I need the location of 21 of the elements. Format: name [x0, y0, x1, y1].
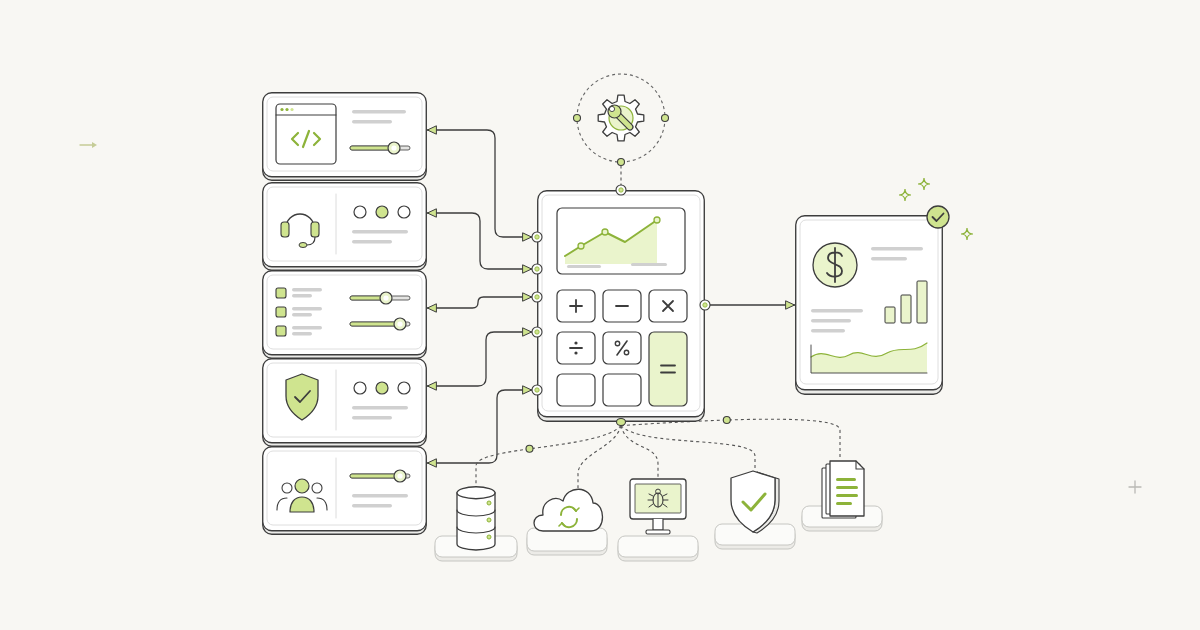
shield-panel: [262, 358, 427, 447]
bug-monitor-icon: [616, 478, 700, 562]
double-arrow: [426, 327, 533, 391]
code-settings-panel: [262, 92, 427, 181]
dashed-line: [620, 424, 659, 479]
shield-check-icon: [713, 470, 797, 550]
gear-circle: [573, 70, 669, 166]
double-arrow: [426, 208, 533, 274]
database-icon: [433, 486, 519, 562]
arrow: [709, 300, 796, 310]
report-panel: [795, 205, 950, 395]
users-panel: [262, 446, 427, 535]
cloud-sync-icon: [525, 488, 609, 556]
dashed-line: [620, 424, 756, 471]
double-arrow: [426, 292, 533, 313]
checklist-panel: [262, 270, 427, 359]
headset-panel: [262, 182, 427, 271]
dashed-line: [577, 424, 622, 489]
double-arrow: [426, 125, 533, 242]
document-icon: [800, 460, 884, 532]
double-arrow: [426, 385, 533, 468]
